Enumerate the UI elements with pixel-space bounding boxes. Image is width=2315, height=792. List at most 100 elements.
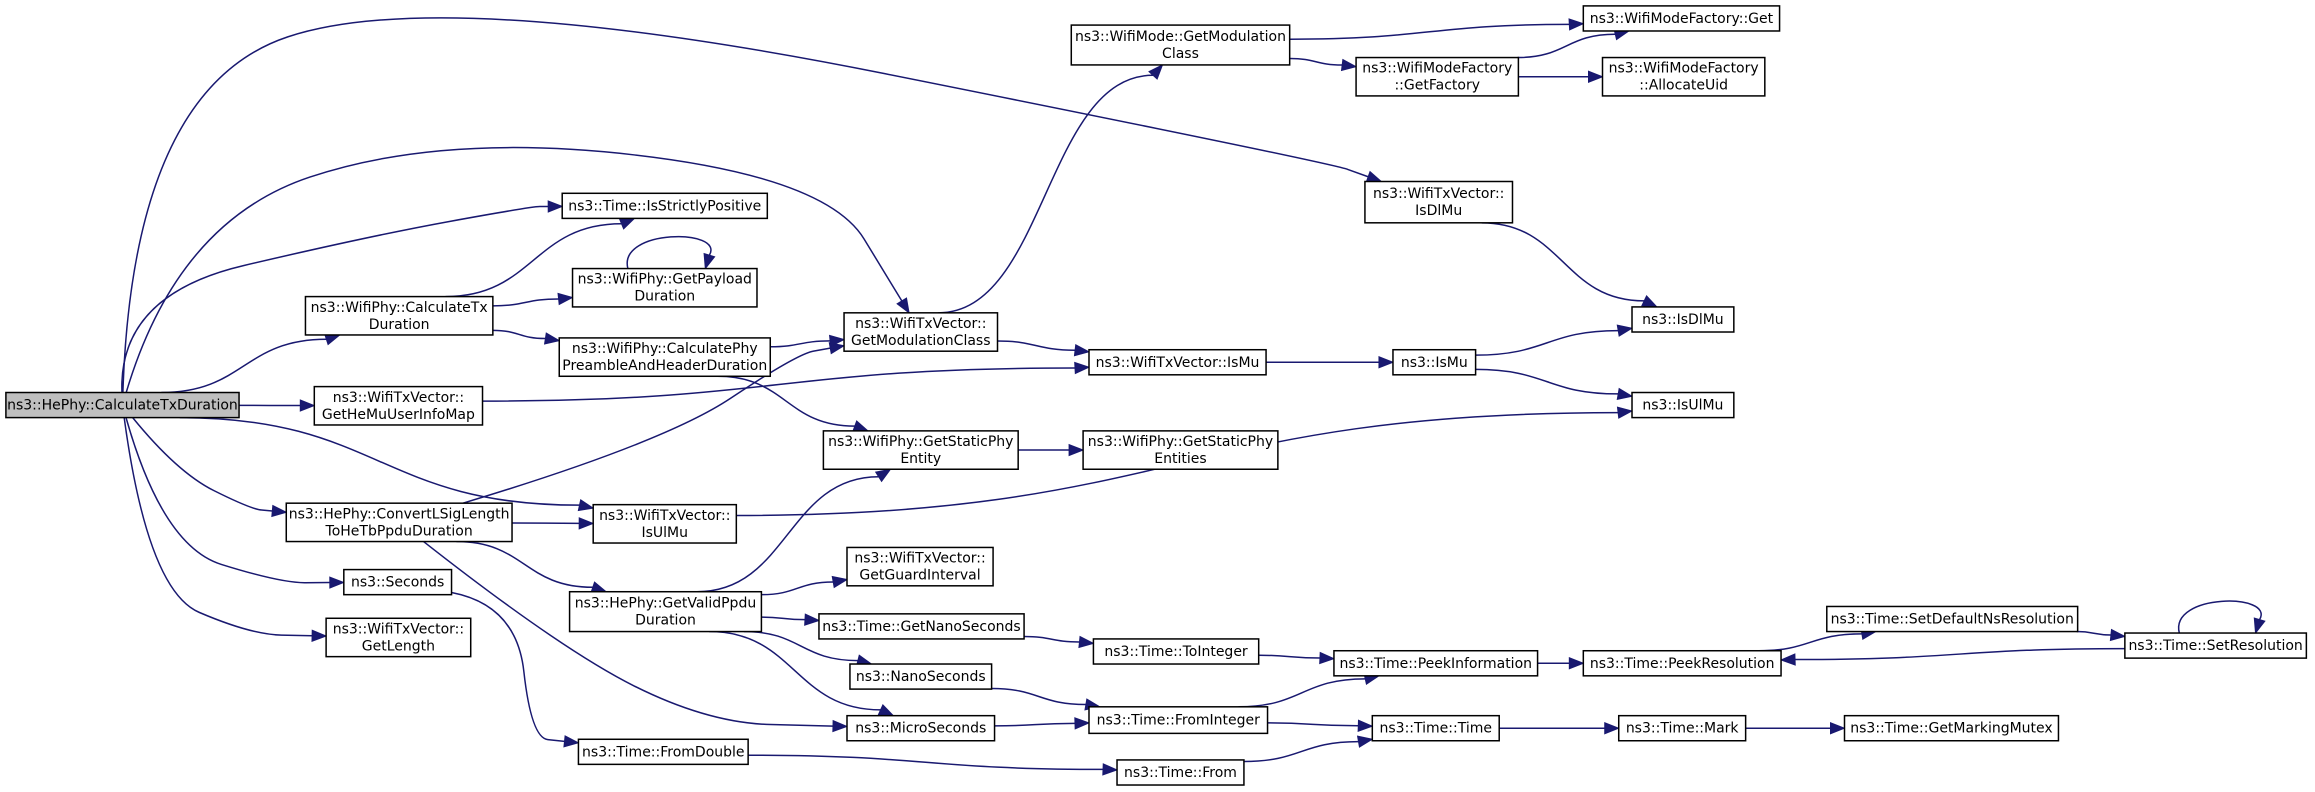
graph-node[interactable]: ns3::Time::Mark [1617,714,1747,742]
graph-node[interactable]: ns3::Time::Time [1371,714,1500,742]
node-label: ns3::WifiModeFactory [1362,61,1512,77]
node-label: Duration [369,317,430,333]
node-label: ::AllocateUid [1639,78,1728,94]
edge-line [1475,329,1619,356]
edge-line [2178,600,2262,634]
node-label: ns3::WifiTxVector:: [1373,186,1504,202]
node-box [1392,348,1477,376]
node-label: ns3::Seconds [351,575,444,591]
graph-node[interactable]: ns3::Time::FromDouble [577,738,749,766]
graph-node[interactable]: ns3::Time::IsStrictlyPositive [561,192,769,220]
edge-root-to-n6 [121,200,564,393]
graph-node[interactable]: ns3::WifiPhy::CalculateTxDuration [304,295,494,336]
edge-n30-to-n34 [1499,721,1621,735]
node-label: ns3::WifiModeFactory [1609,61,1759,77]
graph-node[interactable]: ns3::WifiModeFactory::Get [1582,5,1781,32]
node-box [1092,638,1260,665]
graph-node[interactable]: ns3::Time::SetResolution [2124,632,2308,659]
node-label: ns3::WifiTxVector:: [333,390,464,406]
node-label: ns3::NanoSeconds [856,669,986,685]
graph-node[interactable]: ns3::IsMu [1392,348,1477,376]
node-label: ns3::Time::GetNanoSeconds [822,619,1020,635]
edge-n7-to-n7 [626,235,716,270]
edge-root-to-n3 [132,417,288,518]
edge-arrowhead [2109,628,2127,642]
edge-arrowhead [1365,170,1383,183]
edge-arrowhead [1073,343,1091,357]
edge-n12-to-n19 [997,340,1091,357]
edge-line [938,74,1154,314]
graph-node[interactable]: ns3::HePhy::ConvertLSigLengthToHeTbPpduD… [285,502,513,543]
graph-node[interactable]: ns3::WifiTxVector::IsUlMu [592,503,738,544]
edge-arrowhead [1616,387,1634,400]
node-box [1364,180,1514,224]
node-label: ns3::WifiMode::GetModulation [1075,29,1286,45]
node-box [818,613,1025,640]
edge-n1-to-n6 [445,217,636,298]
node-label: ns3::Time::IsStrictlyPositive [568,198,761,214]
graph-root-node[interactable]: ns3::HePhy::CalculateTxDuration [5,391,240,419]
node-label: ns3::IsMu [1401,355,1468,371]
node-label: ns3::Time::PeekInformation [1339,656,1532,672]
graph-node[interactable]: ns3::Time::FromInteger [1088,706,1269,735]
edge-arrowhead [1068,443,1085,457]
graph-node[interactable]: ns3::Time::From [1116,759,1245,786]
edge-n13-to-n20 [1018,443,1085,457]
graph-node[interactable]: ns3::IsDlMu [1631,306,1735,333]
graph-node[interactable]: ns3::Seconds [343,568,453,596]
graph-node[interactable]: ns3::Time::PeekInformation [1333,649,1539,677]
node-box [592,503,738,544]
edge-arrowhead [311,629,328,642]
graph-node[interactable]: ns3::Time::SetDefaultNsResolution [1826,605,2079,633]
graph-node[interactable]: ns3::IsUlMu [1631,391,1735,419]
graph-node[interactable]: ns3::Time::PeekResolution [1582,649,1782,677]
graph-node[interactable]: ns3::Time::ToInteger [1092,638,1260,665]
node-label: ns3::Time::ToInteger [1104,644,1248,660]
node-label: GetGuardInterval [859,568,980,584]
edge-arrowhead [804,613,821,626]
edge-arrowhead [1779,653,1796,666]
graph-node[interactable]: ns3::WifiMode::GetModulationClass [1070,24,1291,66]
node-box [1631,306,1735,333]
graph-node[interactable]: ns3::WifiModeFactory::GetFactory [1355,56,1520,97]
graph-node[interactable]: ns3::WifiTxVector::GetModulationClass [843,312,999,352]
edge-line [1243,740,1359,763]
node-box [849,663,993,690]
graph-node[interactable]: ns3::WifiModeFactory::AllocateUid [1601,56,1766,97]
graph-node[interactable]: ns3::Time::GetNanoSeconds [818,613,1025,640]
graph-node[interactable]: ns3::WifiTxVector::GetHeMuUserInfoMap [313,385,484,426]
graph-node[interactable]: ns3::WifiTxVector::IsMu [1088,348,1267,376]
edge-arrowhead [1378,356,1395,369]
edge-n28-to-n31 [1475,324,1634,356]
edge-root-to-n12 [125,146,910,393]
node-box [1601,56,1766,97]
graph-node[interactable]: ns3::WifiPhy::CalculatePhyPreambleAndHea… [558,337,772,378]
edge-arrowhead [703,252,716,270]
edge-arrowhead [831,575,849,589]
node-label: Entity [900,451,941,467]
edge-n36-to-n36 [2178,600,2266,635]
node-label: ns3::WifiPhy::GetPayload [578,272,752,288]
graph-node[interactable]: ns3::NanoSeconds [849,663,993,690]
edge-line [709,630,881,711]
node-box [1826,605,2079,633]
edge-arrowhead [578,517,595,530]
edge-n18-to-n24 [1289,57,1358,72]
edge-line [1258,654,1320,659]
graph-node[interactable]: ns3::Time::GetMarkingMutex [1843,714,2060,742]
graph-node[interactable]: ns3::MicroSeconds [846,714,996,742]
node-box [1631,391,1735,419]
graph-node[interactable]: ns3::WifiTxVector::GetLength [325,617,472,658]
graph-node[interactable]: ns3::WifiTxVector::GetGuardInterval [846,546,994,587]
edge-n10-to-n14 [761,575,849,596]
edge-line [997,340,1076,351]
graph-node[interactable]: ns3::WifiTxVector::IsDlMu [1364,180,1514,224]
edge-root-to-n5 [123,417,328,642]
edge-n11-to-n23 [748,754,1119,776]
node-label: ns3::Time::SetDefaultNsResolution [1831,612,2074,628]
node-box [577,738,749,766]
